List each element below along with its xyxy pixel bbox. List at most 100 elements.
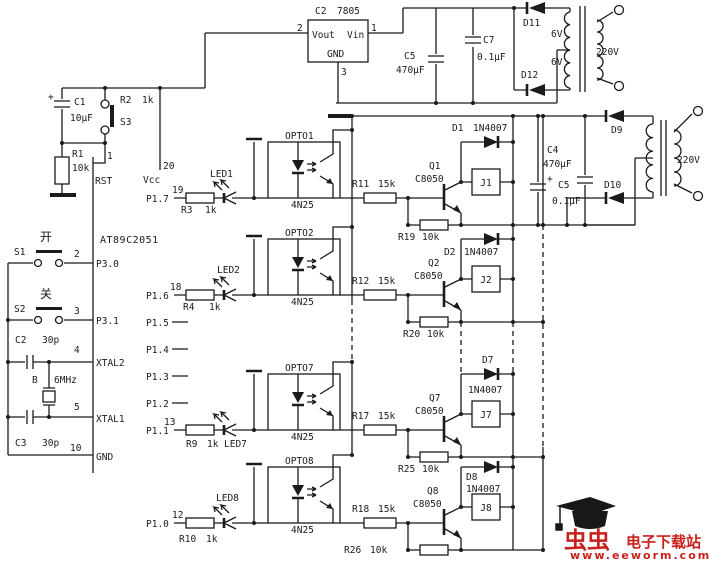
- d10-label: D10: [604, 180, 621, 191]
- s1-function-label: 开: [40, 230, 52, 244]
- s3-label: S3: [120, 117, 131, 128]
- opto2-box: [267, 238, 341, 296]
- c5-out-value: 0.1μF: [552, 196, 581, 207]
- optocoupler-channel-1: 19 P1.7 R3 1k LED1 OPTO1 4N25 R11 15k Q1…: [146, 123, 635, 243]
- t1-6v-upper: 6V: [551, 29, 563, 40]
- transformer1-terminal: [613, 4, 625, 16]
- t1-6v-lower: 6V: [551, 57, 563, 68]
- r12-label: R12: [352, 276, 369, 287]
- resistor-r4-box: [185, 289, 215, 301]
- pin5-number: 5: [74, 402, 80, 413]
- s2-function-label: 关: [40, 287, 52, 301]
- watermark-site-name: 电子下载站: [626, 533, 701, 551]
- d2-label: D2: [444, 247, 455, 258]
- opto2-label: OPTO2: [285, 228, 314, 239]
- d9-label: D9: [611, 125, 623, 136]
- p15-label: P1.5: [146, 318, 169, 329]
- ch7-bars: [222, 368, 500, 442]
- ch1-pin-number: 19: [172, 185, 184, 196]
- opto8-box: [267, 466, 341, 524]
- resistor-r18-box: [363, 517, 397, 529]
- ch7-wires: [174, 361, 543, 458]
- ch2-port-label: P1.6: [146, 291, 169, 302]
- regulator-vout: Vout: [312, 30, 335, 41]
- r10-label: R10: [179, 534, 196, 545]
- optocoupler-channel-2: 18 P1.6 R4 1k LED2 OPTO2 4N25 R12 15k Q2…: [146, 226, 543, 340]
- relay-j8-box: [471, 493, 501, 521]
- c5-psu-label: C5: [404, 51, 415, 62]
- gnd-label: GND: [96, 452, 113, 463]
- r10-value: 1k: [206, 534, 218, 545]
- r26-label: R26: [344, 545, 361, 556]
- switch-s3-contact: [100, 99, 110, 109]
- resistor-r12-box: [363, 289, 397, 301]
- ch2-bars: [222, 233, 500, 307]
- d11-label: D11: [523, 18, 540, 29]
- relay-j2-label: J2: [480, 275, 491, 286]
- r20-label: R20: [403, 329, 420, 340]
- crystal-box: [42, 390, 56, 403]
- switch-s1-bar: [36, 250, 62, 253]
- pin1-number: 1: [107, 151, 113, 162]
- transformer1-secondary-coil: [596, 19, 604, 81]
- transformer2-terminal: [692, 190, 704, 202]
- relay-j2-box: [471, 265, 501, 293]
- resistor-r26-box: [419, 544, 449, 556]
- switch-s3-bar: [110, 105, 114, 127]
- p13-label: P1.3: [146, 372, 169, 383]
- c7-value: 0.1μF: [477, 52, 506, 63]
- d8-part: 1N4007: [466, 484, 500, 495]
- regulator-part: 7805: [337, 6, 360, 17]
- switch-s3-contact: [100, 125, 110, 135]
- c3-label: C3: [15, 438, 26, 449]
- q2-part: C8050: [414, 271, 443, 282]
- r1-value: 10k: [72, 163, 89, 174]
- s2-label: S2: [14, 304, 25, 315]
- transformer2-primary-coil: [645, 123, 654, 193]
- q2-label: Q2: [428, 258, 439, 269]
- ch1-diode-fills: [292, 136, 498, 213]
- regulator-gnd: GND: [327, 49, 344, 60]
- ch1-bars: [222, 136, 500, 210]
- c3-value: 30p: [42, 438, 59, 449]
- transformer1-terminal: [613, 80, 625, 92]
- voltage-regulator-7805-box: [307, 19, 369, 63]
- graduation-cap-base: [572, 511, 608, 529]
- c7-label: C7: [483, 35, 494, 46]
- led1-label: LED1: [210, 169, 233, 180]
- r17-value: 15k: [378, 411, 395, 422]
- optocoupler-channel-7: 13 P1.1 R9 1k LED7 OPTO7 4N25 R17 15k Q7…: [146, 355, 543, 475]
- resistor-r25-box: [419, 451, 449, 463]
- watermark-url: www.eeworm.com: [570, 549, 709, 561]
- vcc-label: Vcc: [143, 175, 160, 186]
- t1-220v-label: 220V: [596, 47, 619, 58]
- pin10-number: 10: [70, 443, 82, 454]
- ch2-pin-number: 18: [170, 282, 182, 293]
- c1-plus-sign: +: [48, 92, 54, 103]
- ch1-wires: [174, 129, 635, 226]
- pin20-number: 20: [163, 161, 175, 172]
- r12-value: 15k: [378, 276, 395, 287]
- r17-label: R17: [352, 411, 369, 422]
- rst-label: RST: [95, 176, 112, 187]
- switch-s1-contact: [54, 258, 64, 268]
- watermark: 虫虫 电子下载站 www.eeworm.com: [555, 497, 709, 561]
- resistor-r20-box: [419, 316, 449, 328]
- opto1-part: 4N25: [291, 200, 314, 211]
- c1-label: C1: [74, 97, 86, 108]
- p14-label: P1.4: [146, 345, 169, 356]
- graduation-cap-icon: [556, 497, 616, 515]
- optocoupler-channel-8: 12 P1.0 R10 1k LED8 OPTO8 4N25 R18 15k Q…: [146, 454, 543, 556]
- relay-j1-box: [471, 168, 501, 196]
- s1-label: S1: [14, 247, 26, 258]
- regulator-pin2: 2: [297, 23, 303, 34]
- graduation-cap-tassel: [555, 507, 563, 531]
- opto8-part: 4N25: [291, 525, 314, 536]
- r19-label: R19: [398, 232, 415, 243]
- c2-label: C2: [15, 335, 26, 346]
- r2-value: 1k: [142, 95, 154, 106]
- pin2-number: 2: [74, 249, 80, 260]
- q1-part: C8050: [415, 174, 444, 185]
- regulator-ref: C2: [315, 6, 326, 17]
- opto1-box: [267, 141, 341, 199]
